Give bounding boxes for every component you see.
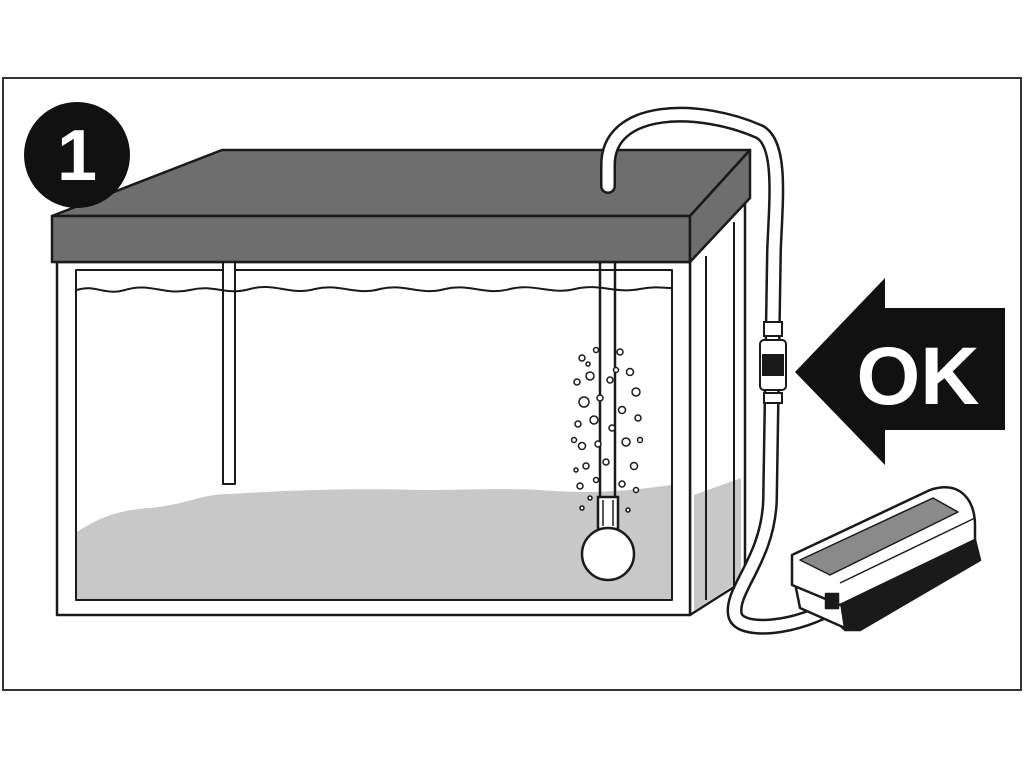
lid-front [50, 214, 692, 264]
air-bubble [573, 467, 579, 473]
air-stone-icon [580, 495, 636, 582]
air-bubble [612, 366, 620, 374]
check-valve-icon [759, 321, 787, 404]
air-bubble [636, 436, 644, 444]
air-bubble [592, 346, 600, 354]
air-bubble [578, 396, 590, 408]
ok-label: OK [857, 331, 980, 422]
air-bubble [629, 461, 639, 471]
ok-callout: OK [795, 278, 1005, 465]
air-bubble [585, 361, 591, 367]
air-bubble [632, 486, 640, 494]
air-bubble [579, 505, 585, 511]
air-bubble [585, 371, 595, 381]
air-pump-icon [790, 486, 982, 632]
airline-tubing [598, 106, 843, 635]
air-bubble [606, 376, 614, 384]
pump-top-stripe [799, 497, 959, 576]
lid-side [688, 148, 752, 264]
tank-lid [50, 148, 752, 264]
step-number-badge: 1 [24, 102, 130, 208]
air-bubble [577, 441, 587, 451]
air-bubble [634, 414, 642, 422]
step-number-label: 1 [57, 116, 97, 196]
left-arrow-icon [795, 278, 1005, 465]
air-bubble [625, 367, 635, 377]
air-bubble [602, 458, 610, 466]
air-bubble [574, 420, 582, 428]
air-bubble [570, 436, 578, 444]
air-bubble [592, 476, 600, 484]
air-bubble [594, 440, 602, 448]
air-bubble [608, 424, 616, 432]
air-bubble [621, 437, 631, 447]
air-bubble [589, 415, 599, 425]
air-bubble [631, 387, 641, 397]
air-bubble [587, 495, 593, 501]
air-bubble [573, 378, 581, 386]
air-bubble [617, 405, 627, 415]
air-bubble [578, 354, 586, 362]
air-bubble [582, 462, 590, 470]
air-bubble [618, 480, 626, 488]
air-bubble [616, 348, 624, 356]
tank-rear-post [222, 261, 236, 485]
air-bubble [596, 394, 604, 402]
water-surface [76, 285, 672, 293]
gravel-bed [77, 485, 671, 599]
air-bubble [625, 507, 631, 513]
air-bubble [576, 482, 584, 490]
